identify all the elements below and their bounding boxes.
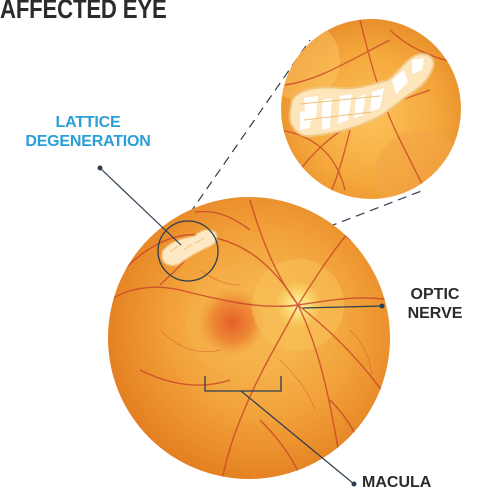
- lattice-leader-line: [100, 168, 181, 245]
- optic-label-line2: NERVE: [408, 305, 463, 322]
- lattice-degeneration-label: LATTICE DEGENERATION: [18, 113, 158, 151]
- optic-label-line1: OPTIC: [411, 286, 460, 303]
- page-title: AFFECTED EYE: [0, 0, 167, 25]
- lattice-label-line1: LATTICE: [56, 114, 121, 131]
- macula-label: MACULA: [362, 474, 431, 492]
- optic-nerve-label: OPTIC NERVE: [395, 285, 475, 323]
- retina-fundus: [108, 197, 395, 480]
- lattice-label-line2: DEGENERATION: [25, 133, 150, 150]
- zoomed-lattice-view: [260, 19, 465, 220]
